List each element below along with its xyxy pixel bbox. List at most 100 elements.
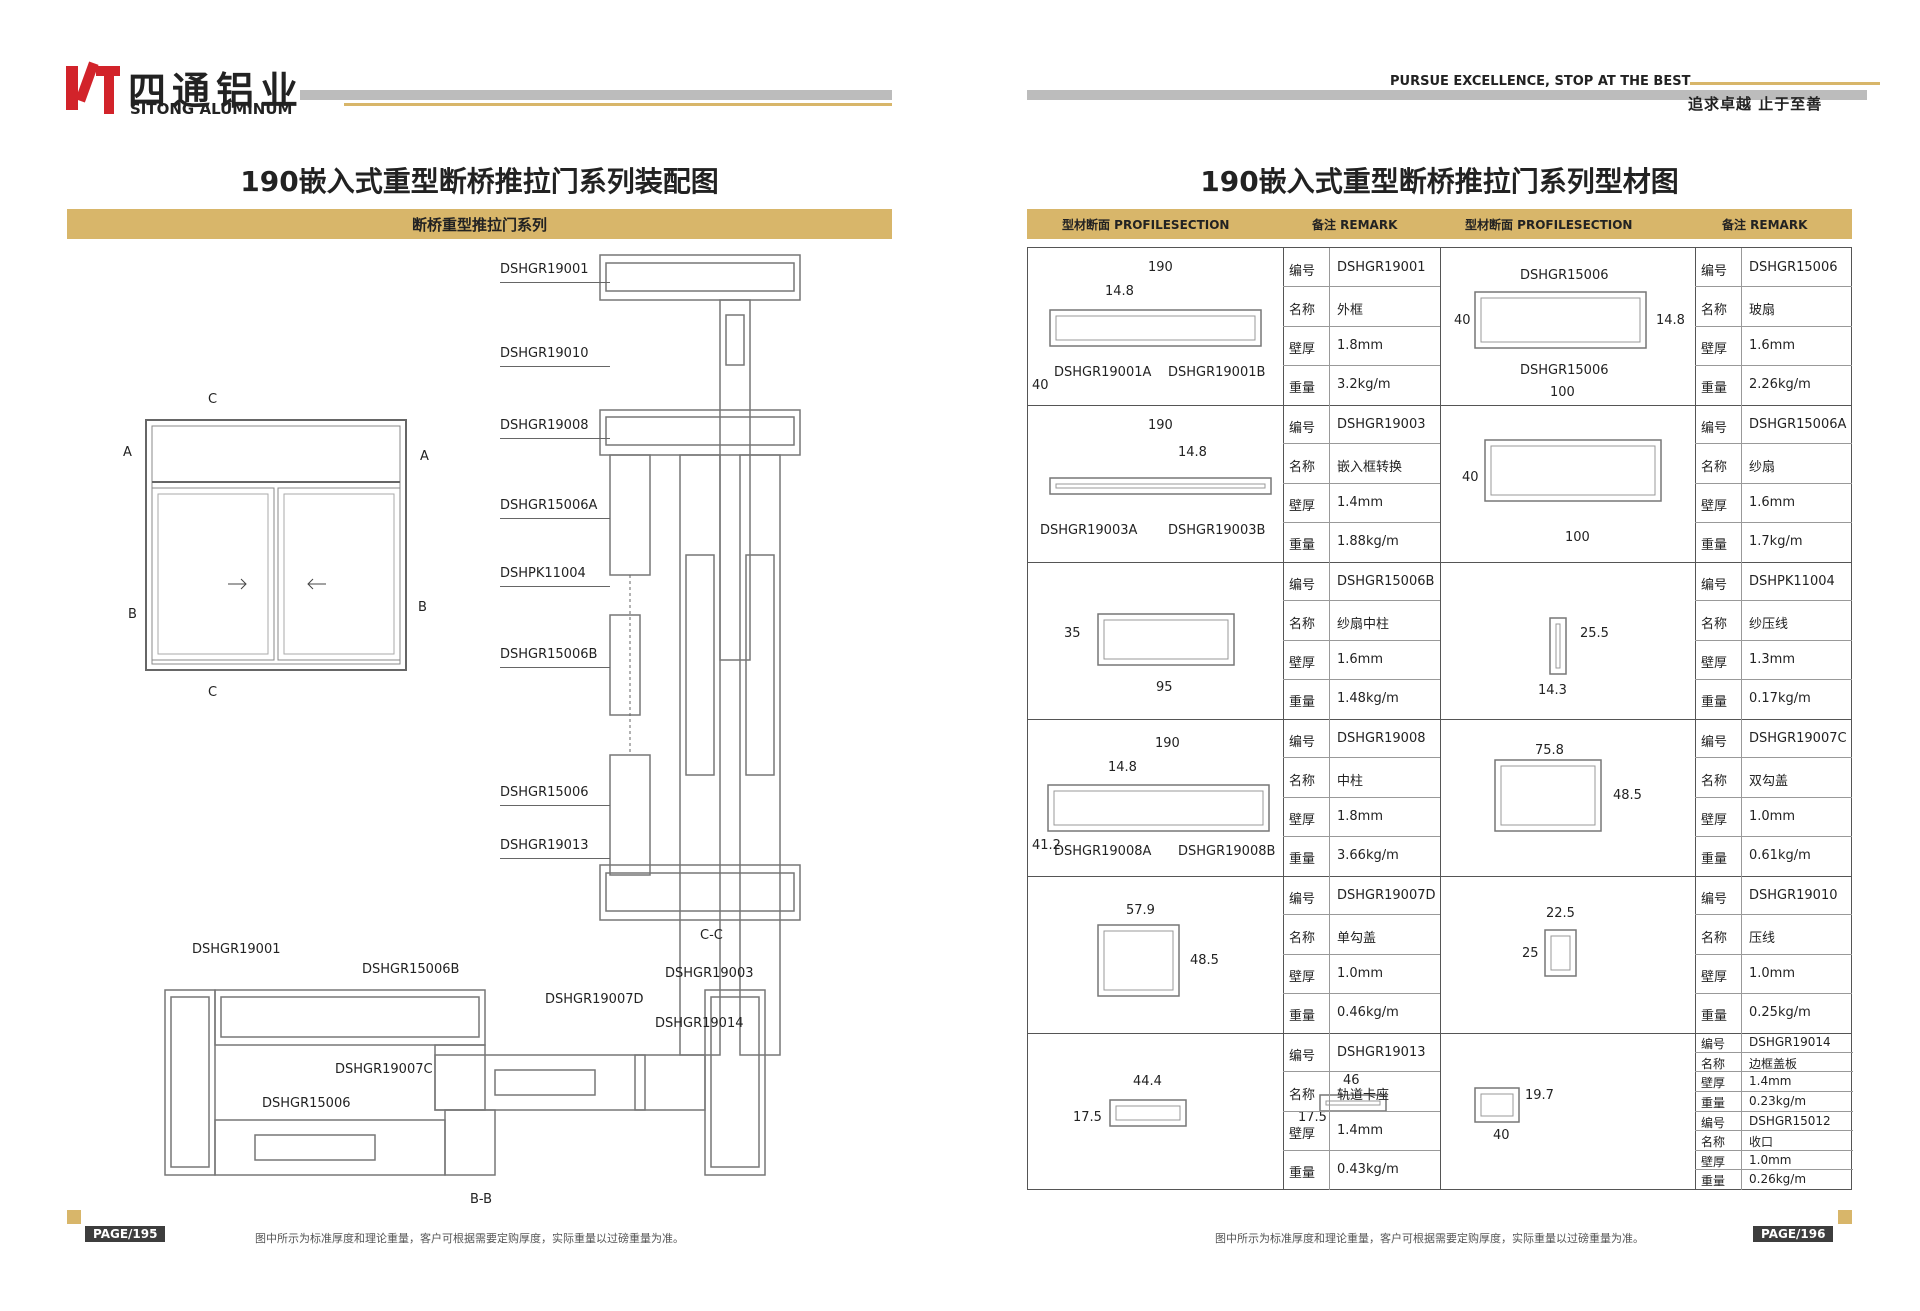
remark-key: 编号	[1701, 577, 1728, 593]
remark-value: DSHGR19013	[1337, 1044, 1426, 1060]
col-divider	[1440, 248, 1441, 1189]
remark-value: 0.61kg/m	[1749, 848, 1811, 864]
header-bar	[300, 90, 892, 100]
remark-key-divider	[1329, 876, 1330, 1033]
profile-15006b-drawing	[1097, 613, 1235, 666]
remark-value: DSHGR15006A	[1749, 416, 1847, 432]
remark-value: 1.6mm	[1337, 652, 1384, 668]
dimension-label: 19.7	[1525, 1088, 1554, 1103]
remark-key: 壁厚	[1289, 656, 1316, 672]
sub-code: DSHGR19008A	[1054, 844, 1152, 859]
section-band	[67, 209, 892, 239]
dimension-label: 40	[1032, 378, 1049, 393]
dimension-label: 100	[1550, 385, 1575, 400]
remark-value: 0.43kg/m	[1337, 1162, 1399, 1178]
sub-code: DSHGR19001A	[1054, 365, 1152, 380]
remark-key: 壁厚	[1701, 1076, 1726, 1091]
dimension-label: 35	[1064, 626, 1081, 641]
remark-value: 1.8mm	[1337, 338, 1384, 354]
remark-key: 名称	[1289, 459, 1316, 475]
dimension-label: 75.8	[1535, 743, 1564, 758]
remark-key: 编号	[1701, 1115, 1726, 1130]
dimension-label: 14.8	[1656, 313, 1685, 328]
remark-key-divider	[1741, 562, 1742, 719]
remark-key: 壁厚	[1289, 499, 1316, 515]
remark-value: DSHGR19001	[1337, 259, 1426, 275]
remark-key-divider	[1329, 562, 1330, 719]
dimension-label: 40	[1454, 313, 1471, 328]
cc-callout: DSHGR15006	[500, 785, 589, 800]
remark-key: 壁厚	[1701, 813, 1728, 829]
remark-key-divider	[1329, 248, 1330, 405]
remark-key: 壁厚	[1701, 970, 1728, 986]
remark-row: 壁厚 1.6mm	[1283, 641, 1440, 680]
remark-value: 1.6mm	[1749, 495, 1796, 511]
footer-square	[67, 1210, 81, 1224]
callout-leader	[500, 805, 610, 806]
remark-row: 名称边框盖板	[1695, 1053, 1853, 1073]
remark-key: 名称	[1701, 773, 1728, 789]
cc-callout: DSHGR15006A	[500, 498, 598, 513]
remark-value: 1.4mm	[1749, 1074, 1792, 1089]
remark-key: 壁厚	[1701, 342, 1728, 358]
header-profile-1: 型材断面 PROFILESECTION	[1062, 218, 1230, 232]
remark-value: 纱扇	[1749, 459, 1776, 475]
remark-row: 编号 DSHGR19001	[1283, 248, 1440, 288]
section-bb-drawing	[164, 989, 766, 1176]
remark-value: 1.0mm	[1749, 1152, 1792, 1167]
callout-leader	[500, 282, 610, 283]
remark-key-divider	[1329, 719, 1330, 876]
callout-leader	[500, 366, 610, 367]
remark-row: 名称纱扇中柱	[1283, 601, 1440, 641]
cc-callout: DSHGR19008	[500, 418, 589, 433]
cc-callout: DSHGR19001	[500, 262, 589, 277]
remark-value: DSHGR15006	[1749, 259, 1838, 275]
mark-a-left: A	[123, 445, 132, 460]
dimension-label: 48.5	[1613, 788, 1642, 803]
remark-value: 玻扇	[1749, 302, 1776, 318]
remark-key: 重量	[1289, 852, 1316, 868]
remark-row: 名称外框	[1283, 287, 1440, 327]
dimension-label: 17.5	[1298, 1110, 1327, 1125]
remark-key: 名称	[1289, 930, 1316, 946]
row-divider	[1028, 405, 1851, 406]
remark-value: 收口	[1749, 1135, 1774, 1150]
row-divider	[1028, 1033, 1851, 1034]
remark-row: 名称轨道卡座	[1283, 1072, 1440, 1112]
remark-value: 0.23kg/m	[1749, 1093, 1807, 1108]
footnote: 图中所示为标准厚度和理论重量，客户可根据需要定购厚度，实际重量以过磅重量为准。	[255, 1232, 684, 1245]
remark-key-divider	[1741, 405, 1742, 562]
remark-key: 编号	[1289, 263, 1316, 279]
profile-pk11004-drawing	[1549, 617, 1567, 675]
callout-leader	[500, 518, 610, 519]
left-page: 四通铝业 SITONG ALUMINUM 190嵌入式重型断桥推拉门系列装配图 …	[66, 61, 892, 1245]
page-number: PAGE/196	[1753, 1226, 1834, 1242]
page-number: PAGE/195	[85, 1226, 166, 1242]
slogan-cn: 追求卓越 止于至善	[1688, 95, 1823, 113]
cc-callout: DSHGR19010	[500, 346, 589, 361]
remark-key: 壁厚	[1701, 656, 1728, 672]
remark-key: 壁厚	[1289, 342, 1316, 358]
bb-callout: DSHGR19001	[192, 942, 281, 957]
cc-callout: DSHGR15006B	[500, 647, 598, 662]
